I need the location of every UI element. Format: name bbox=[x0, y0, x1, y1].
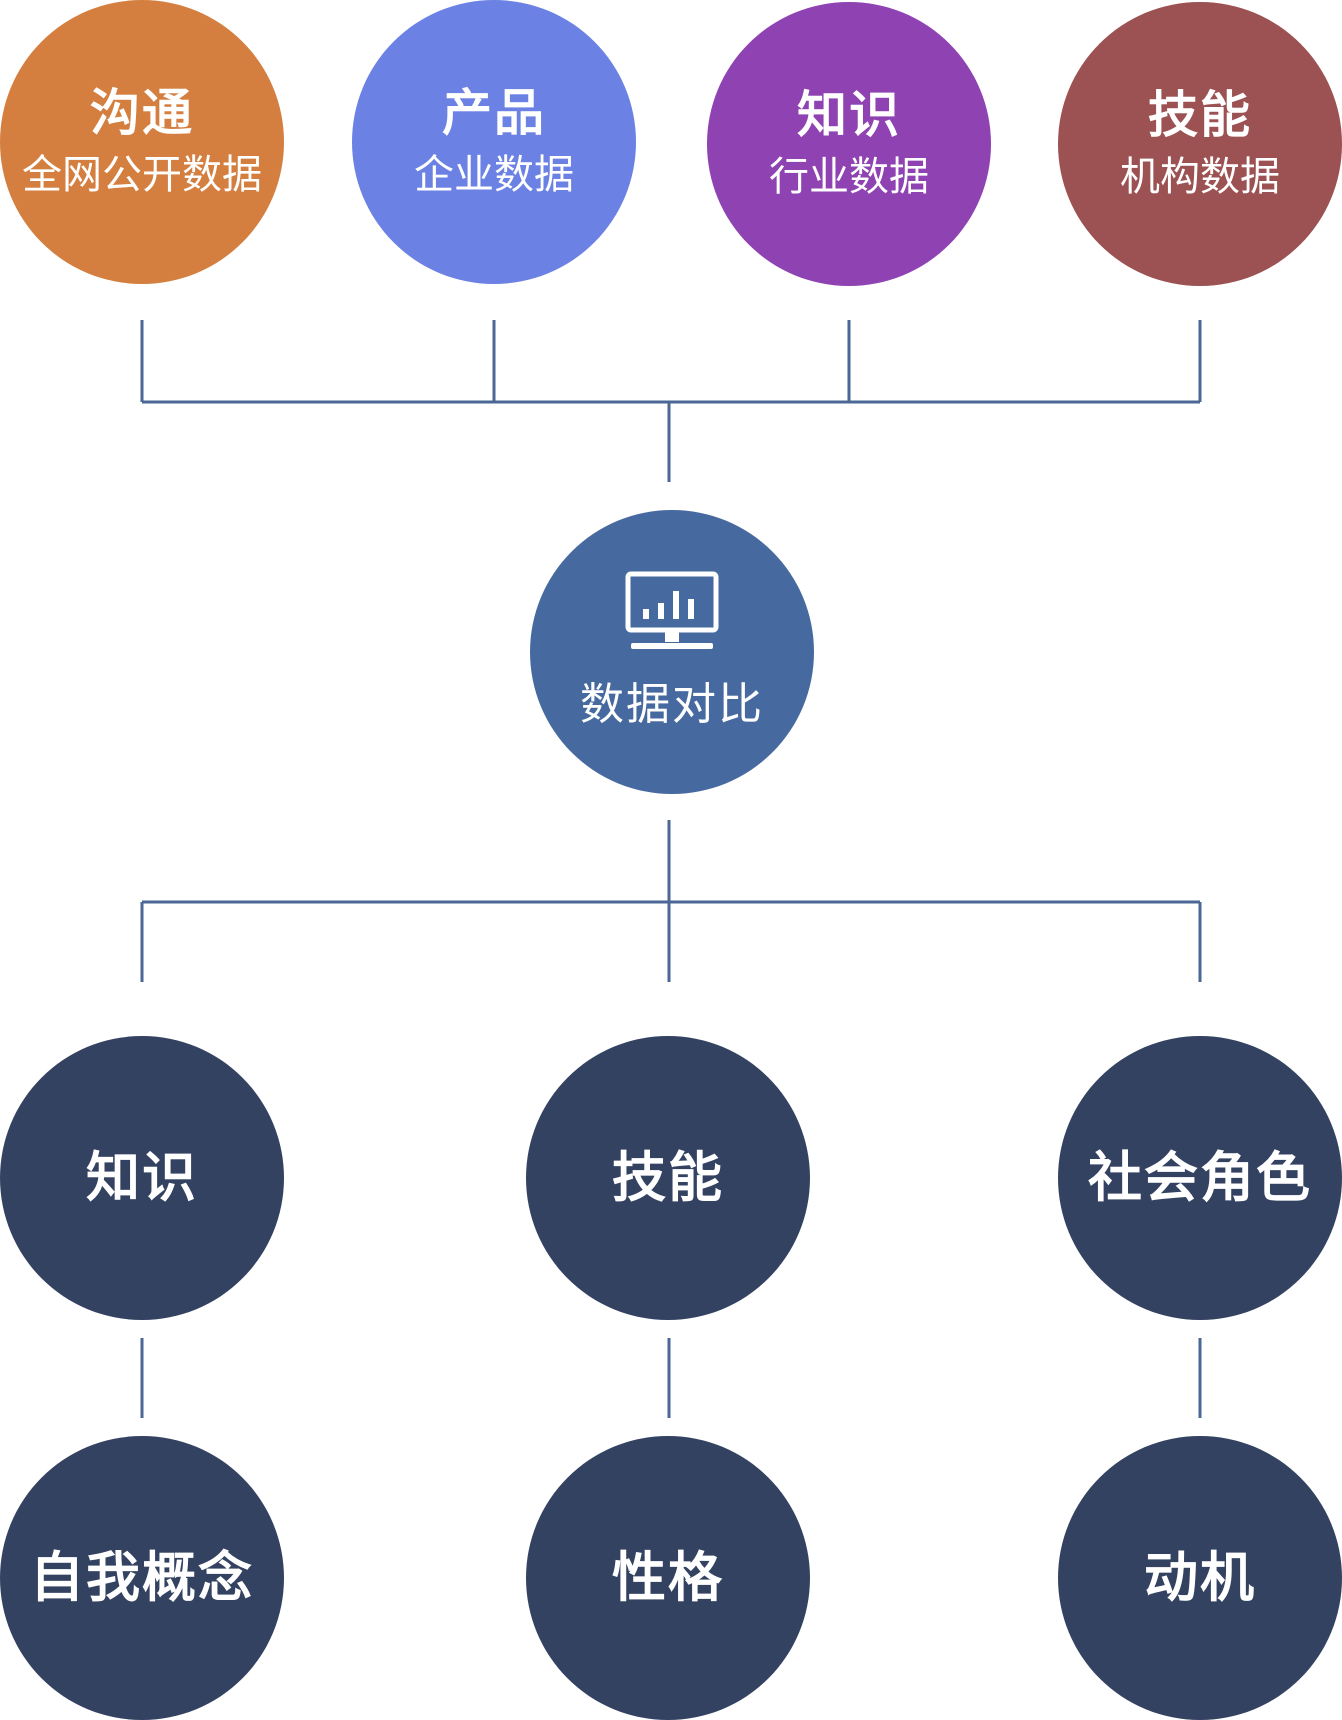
source-title: 知识 bbox=[797, 86, 901, 144]
dimension-node-motivation: 动机 bbox=[1058, 1436, 1342, 1720]
dimension-label: 技能 bbox=[612, 1146, 724, 1209]
dimension-node-social-role: 社会角色 bbox=[1058, 1036, 1342, 1320]
dimension-label: 动机 bbox=[1144, 1546, 1256, 1609]
center-label: 数据对比 bbox=[580, 679, 764, 730]
source-node-knowledge: 知识 行业数据 bbox=[707, 2, 991, 286]
source-title: 沟通 bbox=[90, 84, 194, 142]
monitor-bar-chart-icon bbox=[625, 571, 719, 649]
source-subtitle: 企业数据 bbox=[414, 152, 574, 198]
source-title: 产品 bbox=[442, 84, 546, 142]
dimension-label: 自我概念 bbox=[30, 1546, 254, 1609]
source-title: 技能 bbox=[1148, 86, 1252, 144]
dimension-node-skill: 技能 bbox=[526, 1036, 810, 1320]
source-node-communication: 沟通 全网公开数据 bbox=[0, 0, 284, 284]
dimension-node-self-concept: 自我概念 bbox=[0, 1436, 284, 1720]
source-subtitle: 机构数据 bbox=[1120, 154, 1280, 200]
source-node-skill: 技能 机构数据 bbox=[1058, 2, 1342, 286]
source-subtitle: 行业数据 bbox=[769, 154, 929, 200]
source-subtitle: 全网公开数据 bbox=[22, 152, 262, 198]
data-comparison-node: 数据对比 bbox=[530, 510, 814, 794]
dimension-node-personality: 性格 bbox=[526, 1436, 810, 1720]
source-node-product: 产品 企业数据 bbox=[352, 0, 636, 284]
dimension-label: 知识 bbox=[86, 1146, 198, 1209]
dimension-label: 社会角色 bbox=[1088, 1146, 1312, 1209]
dimension-label: 性格 bbox=[612, 1546, 724, 1609]
dimension-node-knowledge: 知识 bbox=[0, 1036, 284, 1320]
